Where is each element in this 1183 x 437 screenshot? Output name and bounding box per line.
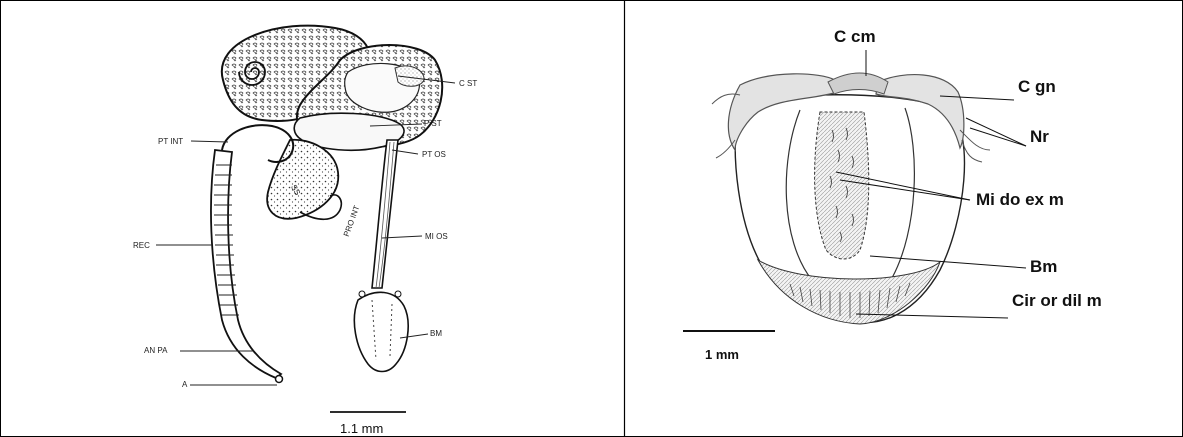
cerebral-commissure <box>828 73 888 94</box>
label-mi-os: MI OS <box>425 232 448 241</box>
label-bm: Bm <box>1030 257 1057 276</box>
stomach-sac <box>267 140 338 219</box>
label-an-pa: AN PA <box>144 346 168 355</box>
label-pt-os: PT OS <box>422 150 446 159</box>
panel-a: C ST PT INT P ST PT OS SS PRO INT REC MI… <box>133 26 477 436</box>
anus <box>276 376 283 383</box>
label-c-gn: C gn <box>1018 77 1056 96</box>
buccal-ganglion-left <box>359 291 365 297</box>
label-a: A <box>182 380 188 389</box>
label-cir-or-dil-m: Cir or dil m <box>1012 291 1102 310</box>
buccal-mass <box>354 292 408 371</box>
label-pt-int: PT INT <box>158 137 183 146</box>
oesophagus <box>372 140 398 288</box>
panel-b: C cm C gn Nr Mi do ex m Bm Cir or dil m … <box>683 27 1102 362</box>
label-c-st: C ST <box>459 79 477 88</box>
label-rec: REC <box>133 241 150 250</box>
label-mi-do-ex-m: Mi do ex m <box>976 190 1064 209</box>
panel-b-scale-label: 1 mm <box>705 347 739 362</box>
label-bm: BM <box>430 329 442 338</box>
buccal-ganglion-right <box>395 291 401 297</box>
label-c-cm: C cm <box>834 27 876 46</box>
label-nr: Nr <box>1030 127 1049 146</box>
label-pro-int: PRO INT <box>342 204 362 238</box>
label-p-st: P ST <box>424 119 442 128</box>
panel-a-scale-label: 1.1 mm <box>340 421 383 436</box>
